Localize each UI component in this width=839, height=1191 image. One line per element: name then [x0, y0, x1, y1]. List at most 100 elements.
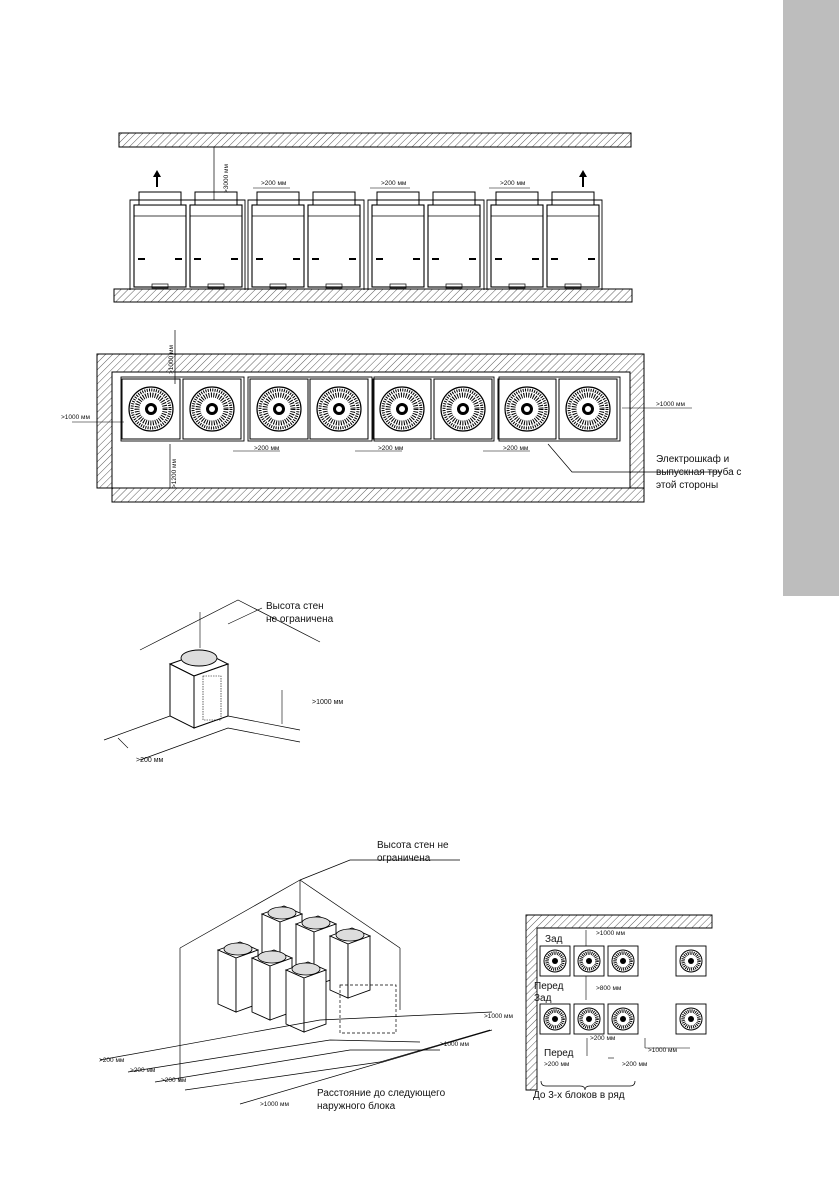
outdoor-unit — [427, 191, 481, 289]
fig1-gap-label: >200 мм — [500, 180, 526, 187]
fig5-caption: До 3-х блоков в ряд — [533, 1089, 625, 1101]
fig4-note-line1: Высота стен не — [377, 840, 449, 851]
fan-icon — [380, 387, 424, 431]
fig2-top-label: >1000 мм — [168, 344, 175, 374]
front-wall — [111, 487, 645, 503]
ceiling — [118, 132, 632, 148]
fig2-left-label: >1000 мм — [61, 414, 91, 421]
outdoor-unit — [133, 191, 187, 289]
fig1-height-label: >3000 мм — [223, 163, 230, 193]
fig5-dim-label: >1000 мм — [596, 930, 626, 937]
fig5-front-label: Перед — [544, 1048, 574, 1059]
fig4-right-label: >1000 мм — [484, 1013, 514, 1020]
fig2-plan: >1000 мм >1000 мм >1000 мм >1200 мм >200… — [61, 330, 741, 503]
fig3-note-line2: не ограничена — [266, 614, 334, 625]
fan-unit — [497, 378, 557, 440]
fan-icon — [317, 387, 361, 431]
outdoor-unit — [490, 191, 544, 289]
fig2-note-line1: Электрошкаф и — [656, 453, 729, 465]
fig4-right-label: >1000 мм — [440, 1041, 470, 1048]
fan-unit — [182, 378, 242, 440]
up-arrow-icon — [153, 170, 161, 187]
fig4-bottom-label: >1000 мм — [260, 1101, 290, 1108]
fan-icon — [257, 387, 301, 431]
fan-unit — [309, 378, 369, 440]
outdoor-units-row — [129, 191, 603, 290]
outdoor-unit — [307, 191, 361, 289]
fig2-note-line3: этой стороны — [656, 480, 718, 491]
fan-unit — [121, 378, 181, 440]
chapter-side-tab — [783, 0, 839, 596]
fig2-gap-label: >200 мм — [378, 445, 404, 452]
outdoor-unit — [189, 191, 243, 289]
unit-pair-frame — [498, 376, 621, 442]
up-arrow-icon — [579, 170, 587, 187]
fig4-distance-line1: Расстояние до следующего — [317, 1088, 446, 1099]
fig5-dim-label: >200 мм — [590, 1035, 616, 1042]
fig4-unit-group: Высота стен не ограничена >200 мм >200 м… — [99, 840, 514, 1112]
unit-pair-frame — [486, 199, 603, 290]
outdoor-units-cluster — [216, 905, 372, 1033]
outdoor-unit — [168, 649, 230, 729]
fan-unit — [249, 378, 309, 440]
fig4-bottom-label: >200 мм — [161, 1077, 187, 1084]
fig1-elevation: >3000 мм >200 мм >200 мм >200 мм — [113, 132, 633, 303]
fig5-dim-label: >1000 мм — [648, 1047, 678, 1054]
fig3-right-label: >1000 мм — [312, 699, 343, 706]
outdoor-unit — [284, 961, 328, 1033]
fig4-bottom-label: >200 мм — [130, 1067, 156, 1074]
fan-icon — [505, 387, 549, 431]
fig1-gap-label: >200 мм — [381, 180, 407, 187]
fig5-back-label: Зад — [545, 934, 563, 945]
fan-units-grid — [539, 945, 707, 1035]
wall-u — [96, 353, 645, 489]
fan-unit — [573, 945, 605, 977]
unit-pair-frame — [373, 376, 495, 442]
fig5-dim-label: >800 мм — [596, 985, 622, 992]
fig5-back-label: Зад — [534, 993, 552, 1004]
fan-unit — [558, 378, 618, 440]
outdoor-unit — [371, 191, 425, 289]
fan-unit — [539, 945, 571, 977]
unit-pair-frame — [247, 376, 373, 442]
fig5-front-label: Перед — [534, 981, 564, 992]
fig2-bottom-label: >1200 мм — [171, 458, 178, 488]
fig3-single-unit: Высота стен не ограничена >1000 мм >200 … — [103, 599, 343, 764]
fan-icon — [129, 387, 173, 431]
fig5-rows-plan: Зад >1000 мм Перед Зад >800 мм Перед >20… — [525, 914, 713, 1101]
fig5-dim-label: >200 мм — [622, 1061, 648, 1068]
fan-units-row — [120, 376, 621, 442]
unit-pair-frame — [247, 199, 365, 290]
fan-icon — [441, 387, 485, 431]
fig2-gap-label: >200 мм — [254, 445, 280, 452]
floor — [113, 288, 633, 303]
fan-icon — [566, 387, 610, 431]
fan-unit — [372, 378, 432, 440]
fig4-note-line2: ограничена — [377, 853, 431, 864]
unit-pair-frame — [120, 376, 245, 442]
fan-unit — [539, 1003, 571, 1035]
fig3-bottom-label: >200 мм — [136, 757, 164, 764]
fan-unit — [675, 1003, 707, 1035]
outdoor-unit — [251, 191, 305, 289]
fan-unit — [573, 1003, 605, 1035]
unit-pair-frame — [367, 199, 485, 290]
fan-unit — [607, 1003, 639, 1035]
fig2-right-label: >1000 мм — [656, 401, 686, 408]
fig4-bottom-label: >200 мм — [99, 1057, 125, 1064]
fan-unit — [433, 378, 493, 440]
fig2-gap-label: >200 мм — [503, 445, 529, 452]
fig2-note-line2: выпускная труба с — [656, 466, 741, 478]
outdoor-unit — [546, 191, 600, 289]
fig1-gap-label: >200 мм — [261, 180, 287, 187]
fig5-dim-label: >200 мм — [544, 1061, 570, 1068]
fan-icon — [190, 387, 234, 431]
fan-unit — [607, 945, 639, 977]
fig3-note-line1: Высота стен — [266, 601, 324, 612]
fan-unit — [675, 945, 707, 977]
fig4-distance-line2: наружного блока — [317, 1100, 396, 1112]
corner-wall — [525, 914, 713, 1091]
unit-pair-frame — [129, 199, 246, 290]
outdoor-unit — [328, 927, 372, 999]
